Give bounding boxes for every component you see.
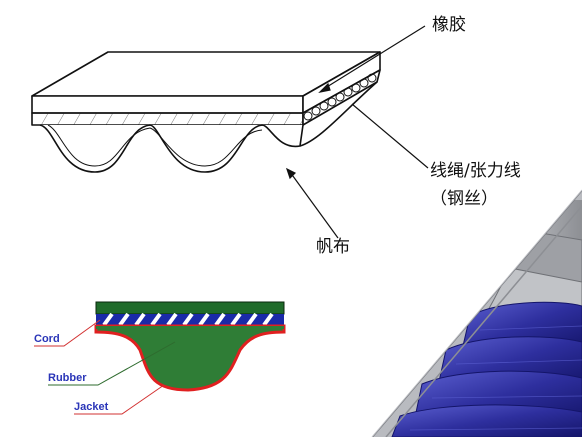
label-cord-line1: 线绳/张力线 [430,161,521,181]
belt-hatched-strip [31,112,304,126]
blue-teeth [391,301,582,437]
label-rubber-en: Rubber [48,372,87,384]
tooth-body [94,324,286,392]
cross-section-leaders [34,319,176,415]
top-leaders [285,25,429,239]
belt-front-band [31,95,304,114]
label-rubber: 橡胶 [432,15,466,35]
belt-3d-render [372,190,582,437]
cross-section-diagram [94,301,286,392]
cord-circles [303,73,377,121]
label-cord: Cord [34,333,60,345]
label-fabric: 帆布 [316,237,350,257]
label-cord-line2: （钢丝） [430,189,498,209]
label-jacket: Jacket [74,401,109,413]
belt-line-drawing [31,51,381,173]
cord-stripe-hatch [102,312,274,327]
top-rubber-band [95,301,285,315]
